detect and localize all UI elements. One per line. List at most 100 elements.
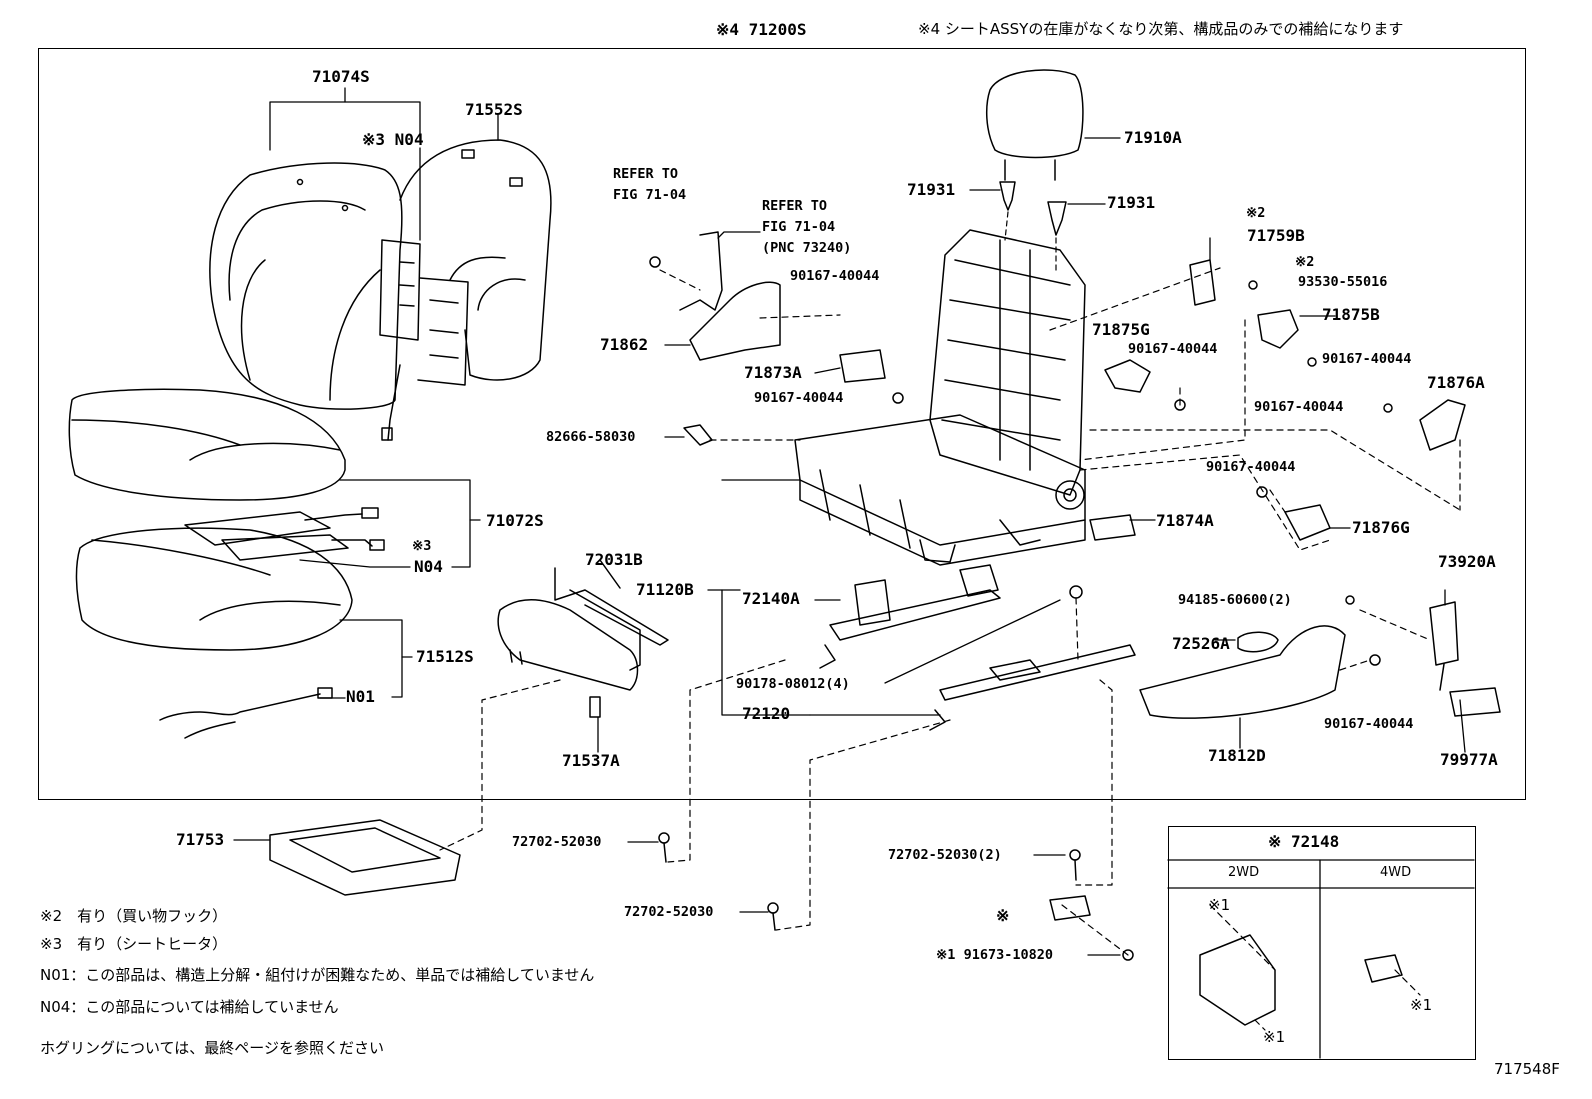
part-71875G[interactable]: 71875G xyxy=(1092,320,1150,339)
refer-note-2c: (PNC 73240) xyxy=(762,240,852,256)
headrest-guide-left-drawing xyxy=(999,181,1016,211)
seat-track-drawing xyxy=(819,564,1136,731)
part-71812D[interactable]: 71812D xyxy=(1208,746,1266,765)
seatback-pad-drawing xyxy=(399,139,552,381)
part-79977A[interactable]: 79977A xyxy=(1440,750,1498,769)
refer-note-2b[interactable]: FIG 71-04 xyxy=(762,219,836,235)
part-71753[interactable]: 71753 xyxy=(176,830,225,849)
part-90167-6[interactable]: 90167-40044 xyxy=(1206,459,1296,475)
part-90167-5[interactable]: 90167-40044 xyxy=(1254,399,1344,415)
cover-71876G-drawing xyxy=(1284,504,1331,541)
refer-note-2a: REFER TO xyxy=(762,198,828,214)
refer-note-1a: REFER TO xyxy=(613,166,679,182)
cover-71875G-drawing xyxy=(1104,359,1151,393)
part-90167-4[interactable]: 90167-40044 xyxy=(1322,351,1412,367)
cover-71875B-drawing xyxy=(1257,309,1299,349)
part-71931-left[interactable]: 71931 xyxy=(907,180,956,199)
lever-73920A-drawing xyxy=(1429,601,1459,666)
part-72526A[interactable]: 72526A xyxy=(1172,634,1230,653)
harness-connector-drawing xyxy=(317,687,333,699)
bracket-71874A-drawing xyxy=(1089,514,1136,541)
part-N01[interactable]: N01 xyxy=(346,687,375,706)
note-3: ※3 有り（シートヒータ） xyxy=(40,935,228,953)
harness-wire-drawing xyxy=(159,693,321,739)
inset-col-4wd: 4WD xyxy=(1380,865,1412,880)
part-90167-7[interactable]: 90167-40044 xyxy=(1324,716,1414,732)
inset-72148 xyxy=(1168,826,1476,1060)
part-73920A[interactable]: 73920A xyxy=(1438,552,1496,571)
assy-note: ※4 シートASSYの在庫がなくなり次第、構成品のみでの補給になります xyxy=(918,20,1404,38)
seatback-cover-drawing xyxy=(209,162,403,410)
part-71876A[interactable]: 71876A xyxy=(1427,373,1485,392)
inset-title[interactable]: ※ 72148 xyxy=(1268,832,1340,851)
part-90167-2[interactable]: 90167-40044 xyxy=(754,390,844,406)
part-71876G[interactable]: 71876G xyxy=(1352,518,1410,537)
mark-x: ※ xyxy=(996,906,1010,925)
refer-note-1b[interactable]: FIG 71-04 xyxy=(613,187,687,203)
side-shield-drawing xyxy=(497,559,669,718)
part-72702-52030-a[interactable]: 72702-52030 xyxy=(512,834,602,850)
note-N04: N04：この部品については補給していません xyxy=(40,998,339,1016)
part-90167-3[interactable]: 90167-40044 xyxy=(1128,341,1218,357)
note-2: ※2 有り（買い物フック） xyxy=(40,907,228,925)
cover-71876A-drawing xyxy=(1419,399,1466,451)
shield-71862-drawing xyxy=(689,281,781,361)
part-93530-55016[interactable]: 93530-55016 xyxy=(1298,274,1388,290)
label-79977A-drawing xyxy=(1449,687,1501,717)
part-72031B[interactable]: 72031B xyxy=(585,550,643,569)
cover-71812D-drawing xyxy=(1139,625,1346,719)
part-71875B[interactable]: 71875B xyxy=(1322,305,1380,324)
inset-col-2wd: 2WD xyxy=(1228,865,1260,880)
part-71072S[interactable]: 71072S xyxy=(486,511,544,530)
part-71074S[interactable]: 71074S xyxy=(312,67,370,86)
cushion-pad-drawing xyxy=(75,527,353,651)
note-N01: N01：この部品は、構造上分解・組付けが困難なため、単品では補給していません xyxy=(40,966,595,984)
part-72702-52030-c[interactable]: 72702-52030(2) xyxy=(888,847,1002,863)
bracket-4wd-drawing xyxy=(1364,954,1403,983)
part-71512S[interactable]: 71512S xyxy=(416,647,474,666)
part-71120B[interactable]: 71120B xyxy=(636,580,694,599)
hook-71759B-drawing xyxy=(1189,259,1216,306)
inset-mark-1a: ※1 xyxy=(1208,896,1231,914)
mark-3-mid: ※3 xyxy=(412,538,432,554)
cushion-heater-drawing xyxy=(184,507,385,561)
part-91673-10820[interactable]: ※1 91673-10820 xyxy=(936,947,1053,963)
part-90178-08012[interactable]: 90178-08012(4) xyxy=(736,676,850,692)
assy-label[interactable]: ※4 71200S xyxy=(716,20,807,39)
seatback-heater-drawing xyxy=(379,239,469,441)
inset-mark-1c: ※1 xyxy=(1410,996,1433,1014)
part-72702-52030-b[interactable]: 72702-52030 xyxy=(624,904,714,920)
seat-frame-drawing xyxy=(794,229,1086,566)
part-71874A[interactable]: 71874A xyxy=(1156,511,1214,530)
belt-buckle-drawing xyxy=(679,231,723,311)
knob-72526A-drawing xyxy=(1237,631,1279,653)
part-72120[interactable]: 72120 xyxy=(742,704,791,723)
tray-71753-drawing xyxy=(269,819,461,896)
bolt-drawing xyxy=(649,256,661,268)
part-71873A[interactable]: 71873A xyxy=(744,363,802,382)
part-71910A[interactable]: 71910A xyxy=(1124,128,1182,147)
note-hog-ring: ホグリングについては、最終ページを参照ください xyxy=(40,1039,384,1057)
part-72140A[interactable]: 72140A xyxy=(742,589,800,608)
cushion-cover-drawing xyxy=(68,388,346,501)
part-N04-mid[interactable]: N04 xyxy=(414,557,443,576)
part-71931-right[interactable]: 71931 xyxy=(1107,193,1156,212)
bracket-72148-drawing xyxy=(1049,895,1091,921)
headrest-drawing xyxy=(985,69,1084,181)
part-71552S[interactable]: 71552S xyxy=(465,100,523,119)
part-90167-1[interactable]: 90167-40044 xyxy=(790,268,880,284)
part-71862[interactable]: 71862 xyxy=(600,335,649,354)
part-71759B[interactable]: 71759B xyxy=(1247,226,1305,245)
part-71537A[interactable]: 71537A xyxy=(562,751,620,770)
clip-82666-drawing xyxy=(683,424,713,446)
part-94185-60600[interactable]: 94185-60600(2) xyxy=(1178,592,1292,608)
bracket-2wd-drawing xyxy=(1199,934,1276,1026)
mark-2-a: ※2 xyxy=(1246,205,1266,221)
part-82666-58030[interactable]: 82666-58030 xyxy=(546,429,636,445)
bracket-71873A-drawing xyxy=(839,349,886,383)
mark-2-b: ※2 xyxy=(1295,254,1315,270)
headrest-guide-right-drawing xyxy=(1047,201,1067,236)
part-N04-top[interactable]: ※3 N04 xyxy=(362,130,424,149)
inset-mark-1b: ※1 xyxy=(1263,1028,1286,1046)
